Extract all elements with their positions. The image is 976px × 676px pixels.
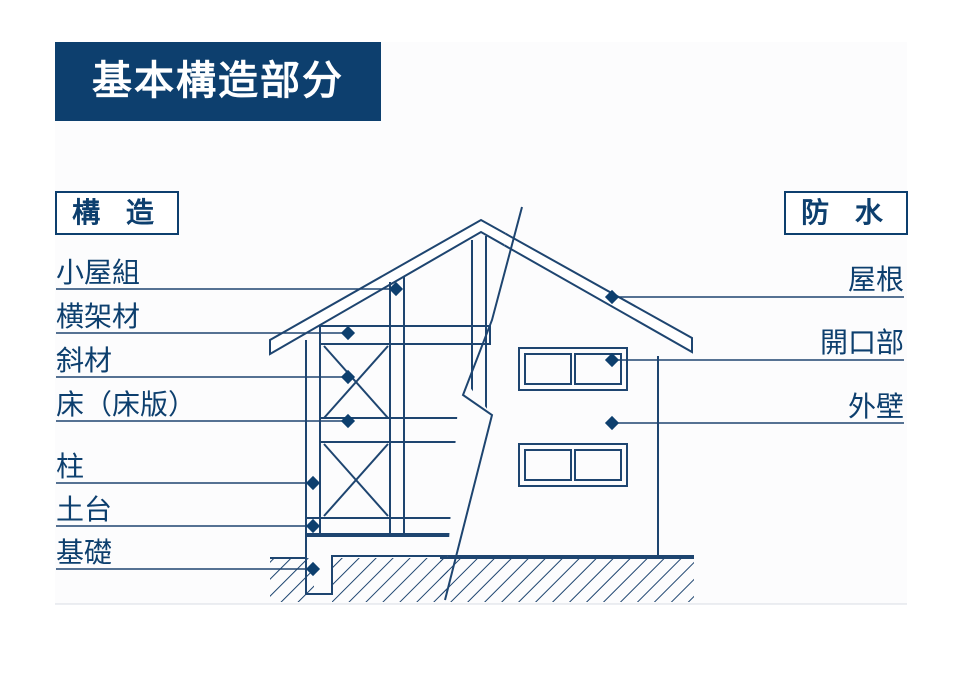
section-break-line	[444, 206, 523, 601]
marker-dots	[305, 281, 620, 577]
window-lower	[518, 443, 628, 487]
label-horizontal-beam: 横架材	[56, 300, 141, 333]
label-foundation: 基礎	[56, 536, 113, 569]
structure-group-tag: 構 造	[55, 191, 179, 235]
label-roof: 屋根	[847, 263, 904, 296]
label-sill: 土台	[56, 493, 113, 526]
label-roof-truss: 小屋組	[56, 256, 141, 289]
diagram-panel	[55, 42, 907, 604]
leader-lines	[56, 288, 904, 570]
label-openings: 開口部	[819, 326, 904, 359]
label-floor: 床（床版）	[56, 388, 197, 421]
page-title: 基本構造部分	[55, 42, 381, 121]
label-column: 柱	[56, 450, 85, 483]
ground-hatching	[270, 557, 694, 602]
label-exterior-wall: 外壁	[847, 390, 904, 423]
window-upper	[518, 347, 628, 391]
waterproof-group-tag: 防 水	[784, 191, 908, 235]
label-diagonal-brace: 斜材	[56, 344, 113, 377]
